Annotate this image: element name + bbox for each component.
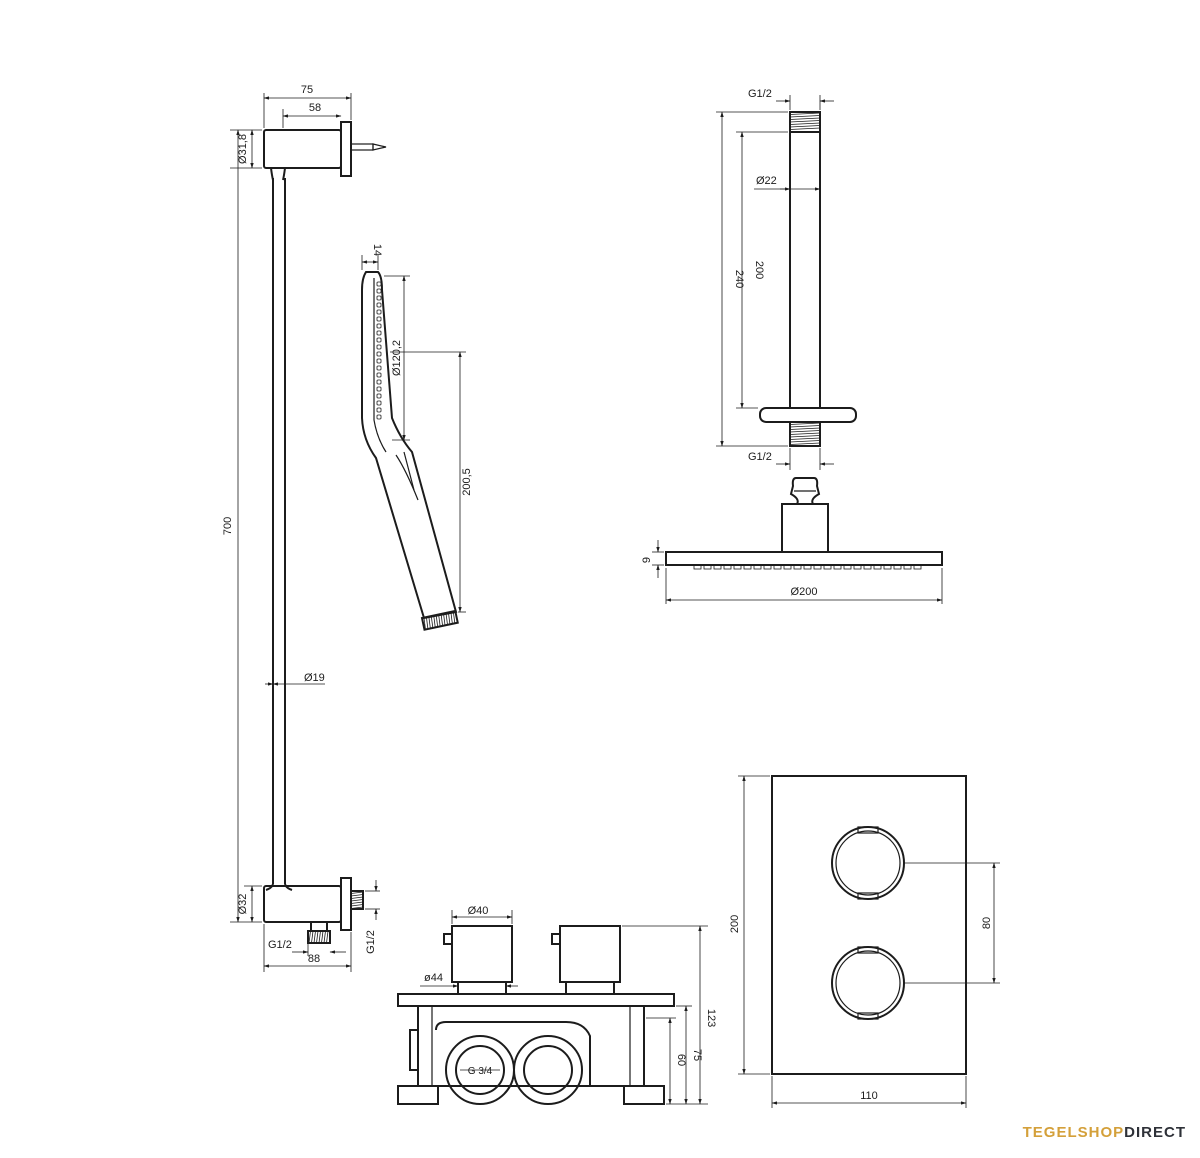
dim-connection: G 3/4 <box>468 1066 493 1077</box>
right-port-outer <box>513 1035 583 1105</box>
dim-knob-spacing: 80 <box>981 917 993 929</box>
dim-top-bracket-diameter: Ø31,8 <box>237 134 249 164</box>
top-wall-flange <box>340 121 352 177</box>
top-knob <box>831 826 905 900</box>
dim-88: 88 <box>308 953 320 965</box>
ceiling-arm: G1/2 Ø22 240 200 G1/2 <box>716 88 857 470</box>
arm-flange <box>759 407 857 423</box>
dim-rosette-diameter: ø44 <box>424 972 443 984</box>
dim-hand-shower-head: Ø120,2 <box>391 340 403 376</box>
dim-cover-width: 110 <box>860 1090 878 1102</box>
dim-cover-height: 200 <box>729 915 741 933</box>
dim-inner-depth: 60 <box>675 1054 687 1066</box>
dim-spindle-diameter: Ø40 <box>468 905 489 917</box>
dim-700: 700 <box>222 517 234 535</box>
dim-arm-overall-length: 240 <box>733 270 745 288</box>
arm-bottom-thread <box>789 421 821 447</box>
brand-part-1: TEGELSHOP <box>1022 1124 1125 1141</box>
thermostat-body: G 3/4 Ø40 ø44 123 75 60 <box>397 905 717 1105</box>
arm-tube <box>789 131 821 409</box>
brand-logo: TEGELSHOPDIRECT <box>1023 1124 1186 1141</box>
cover-plate: 200 80 110 <box>729 775 1000 1108</box>
dim-outlet-thread: G1/2 <box>268 939 292 951</box>
top-bracket <box>263 129 342 169</box>
bottom-bracket <box>263 885 342 923</box>
dim-58: 58 <box>309 102 321 114</box>
shower-connector <box>781 503 829 553</box>
dim-total-depth: 123 <box>705 1009 717 1027</box>
mounting-plate <box>397 993 675 1007</box>
dim-head-thickness: 9 <box>641 557 653 563</box>
dim-wall-outlet-thread: G1/2 <box>365 930 377 954</box>
hand-shower: 14 Ø120,2 200,5 <box>361 244 473 631</box>
dim-arm-tube-diameter: Ø22 <box>756 175 777 187</box>
dim-head-diameter: Ø200 <box>791 586 818 598</box>
bottom-wall-flange <box>340 877 352 931</box>
dim-rod-diameter: Ø19 <box>304 672 325 684</box>
hand-shower-body <box>361 271 458 620</box>
dim-hand-shower-length: 200,5 <box>461 468 473 496</box>
dim-arm-bottom-thread: G1/2 <box>748 451 772 463</box>
dim-bottom-bracket-diameter: Ø32 <box>237 894 249 915</box>
head-shower: 9 Ø200 <box>641 477 943 604</box>
brand-part-2: DIRECT <box>1124 1124 1186 1141</box>
slide-rail: 75 58 Ø31,8 700 Ø19 Ø32 G1/2 G1/2 <box>222 84 387 972</box>
shower-plate <box>665 551 943 566</box>
dim-arm-top-thread: G1/2 <box>748 88 772 100</box>
cover-plate-outline <box>771 775 967 1075</box>
left-spindle <box>451 925 513 983</box>
bottom-knob <box>831 946 905 1020</box>
concealed-box <box>417 1005 645 1087</box>
dim-arm-inner-length: 200 <box>753 261 765 279</box>
dim-75: 75 <box>301 84 313 96</box>
dim-box-depth: 75 <box>691 1049 703 1061</box>
right-spindle <box>559 925 621 983</box>
dim-hand-shower-width: 14 <box>371 244 383 256</box>
